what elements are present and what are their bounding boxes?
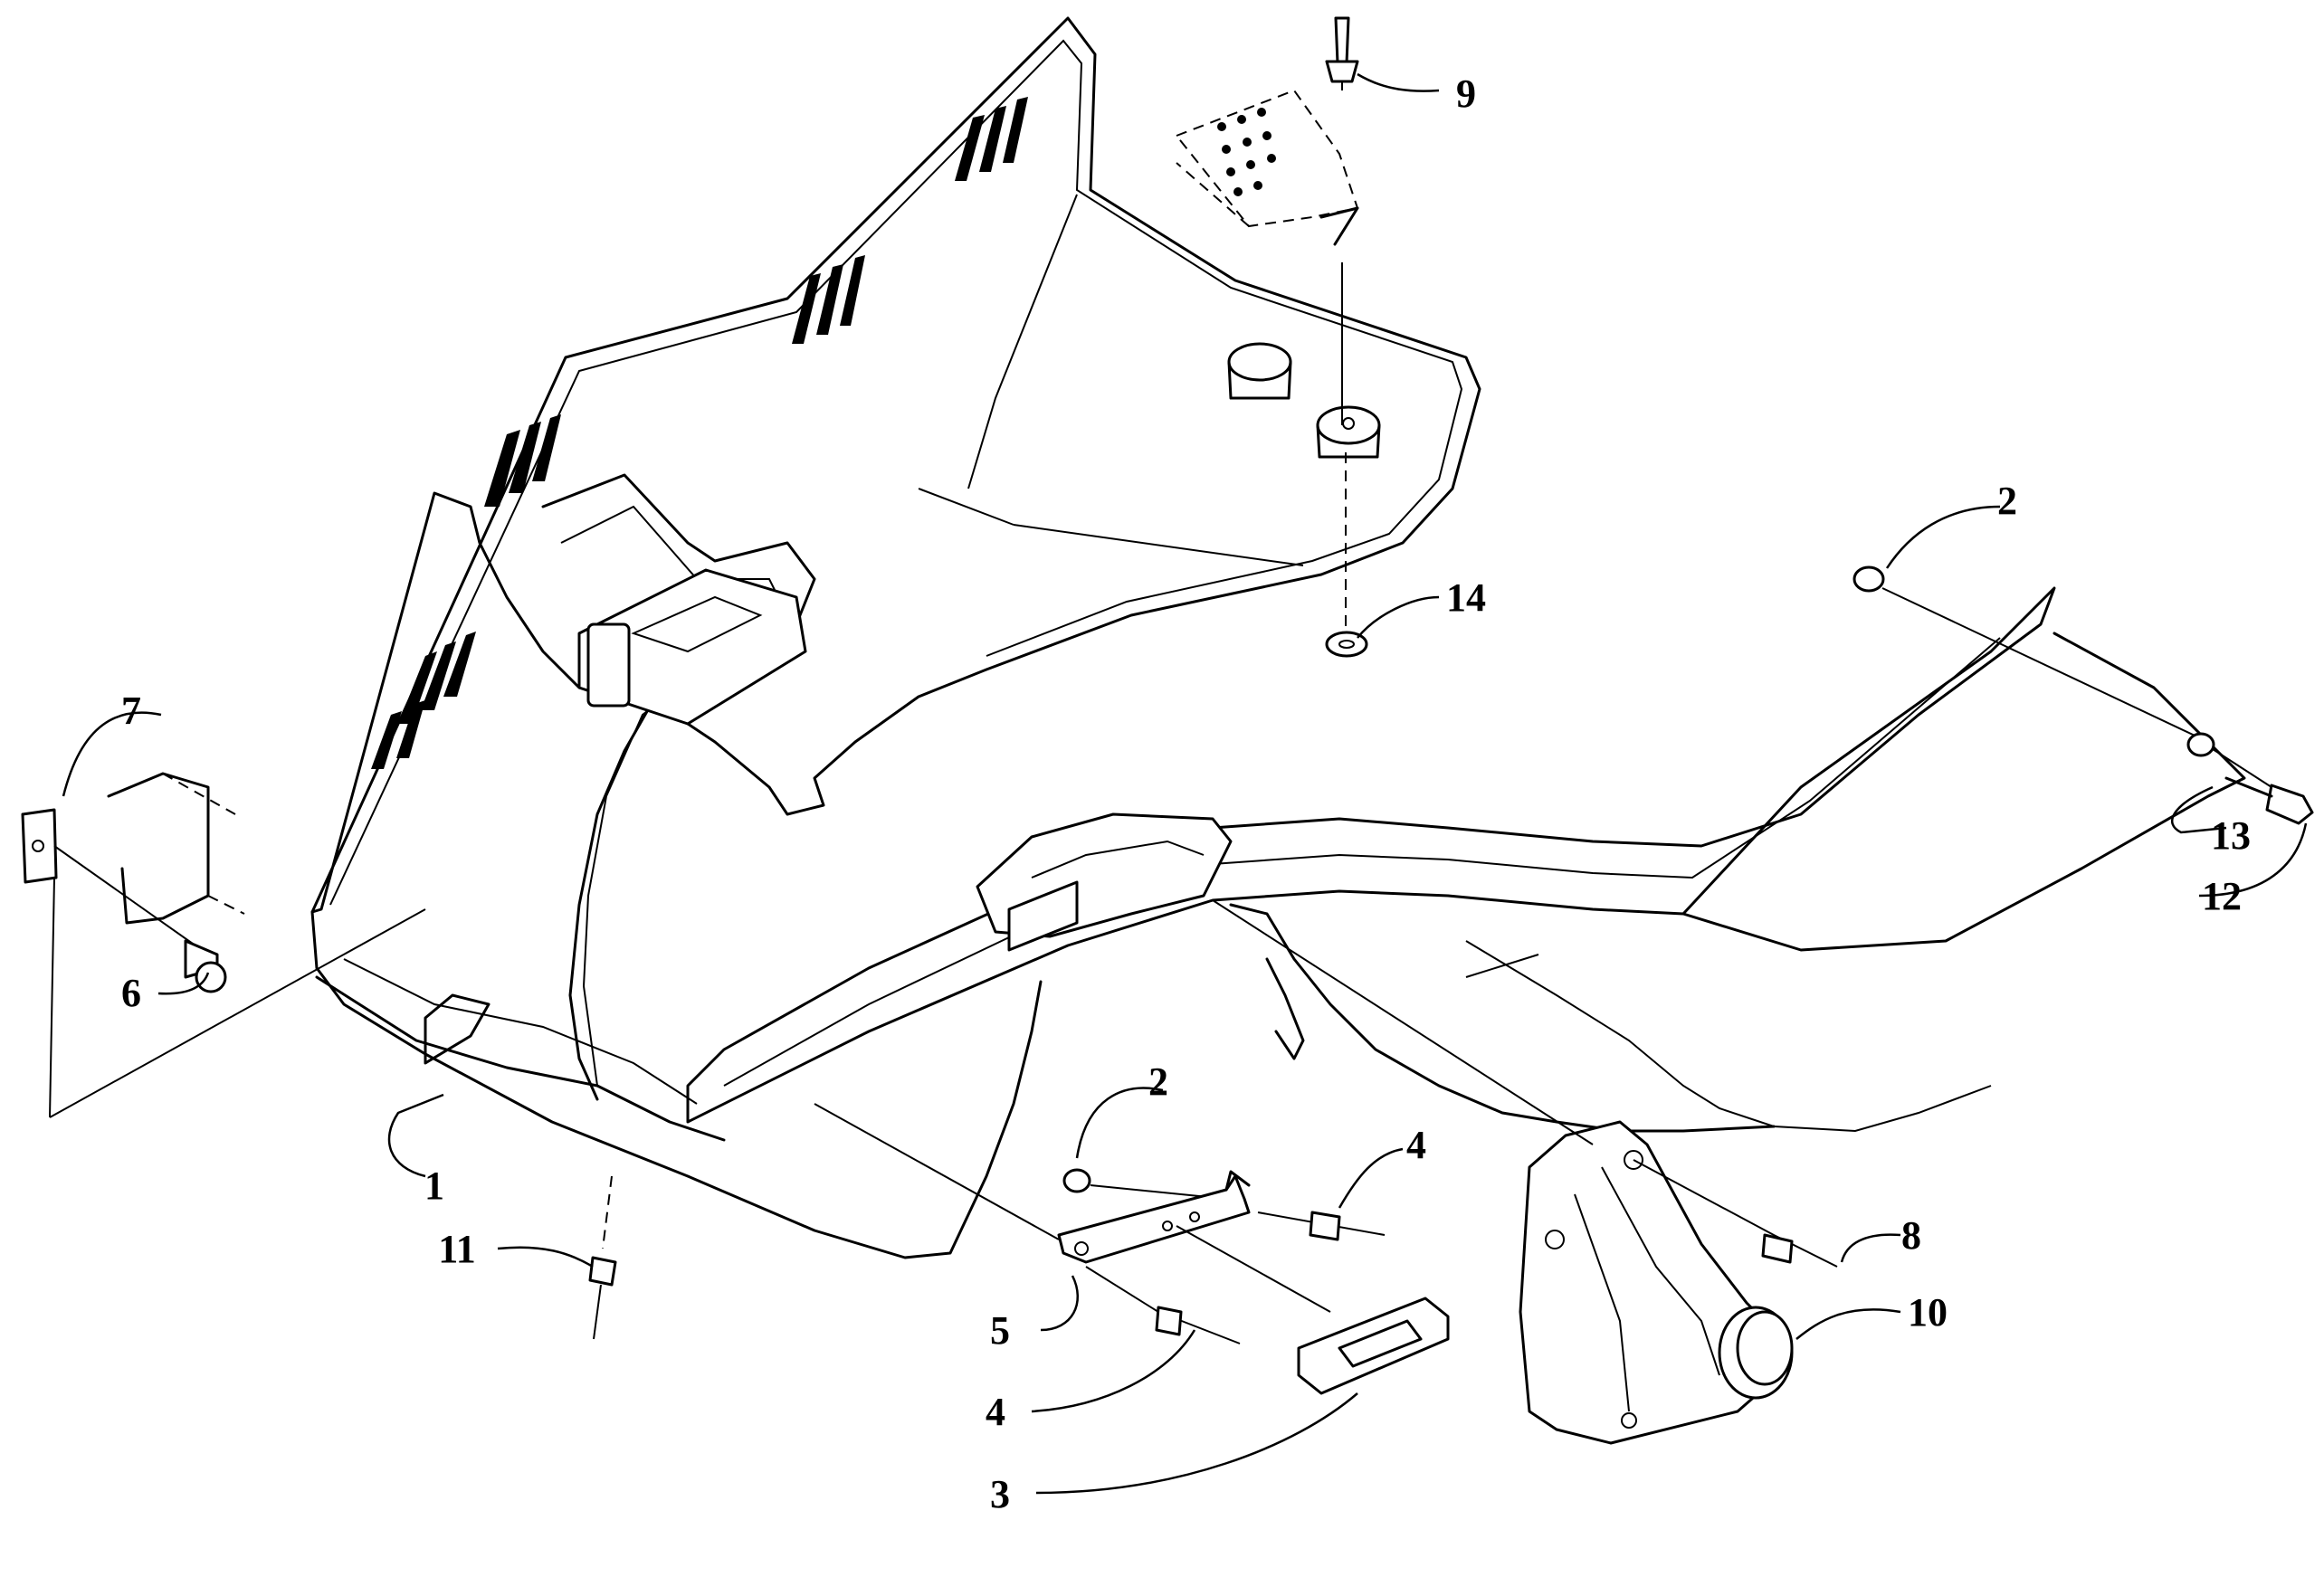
hardware-right xyxy=(1853,565,2314,825)
leader-lines xyxy=(62,72,2308,1495)
callout-12: 12 xyxy=(2202,874,2242,918)
rivet-11 xyxy=(588,1175,617,1340)
callout-5: 5 xyxy=(990,1308,1010,1353)
tray-bosses xyxy=(1227,342,1381,459)
callout-7: 7 xyxy=(121,689,141,733)
callout-13: 13 xyxy=(2211,813,2251,858)
callout-2-top-right: 2 xyxy=(1997,479,2017,523)
reflector-bracket-assembly xyxy=(814,1103,1450,1395)
callout-4-lower: 4 xyxy=(986,1390,1005,1434)
callout-6: 6 xyxy=(121,971,141,1015)
callout-3: 3 xyxy=(990,1472,1010,1516)
headlight-housing-10 xyxy=(1212,899,1838,1445)
callout-14: 14 xyxy=(1446,575,1486,620)
plate-and-rivet-9 xyxy=(1175,16,1359,633)
vent-slots-left xyxy=(371,97,1028,769)
callout-11: 11 xyxy=(438,1227,476,1271)
callout-9: 9 xyxy=(1456,71,1476,116)
callout-2-bracket: 2 xyxy=(1148,1059,1168,1104)
callout-4-upper: 4 xyxy=(1406,1123,1426,1167)
bracket-assembly-left xyxy=(21,772,426,1118)
callout-1: 1 xyxy=(424,1164,444,1208)
callout-10: 10 xyxy=(1908,1290,1948,1335)
callout-labels: 1 2 2 3 4 4 5 6 7 8 9 10 11 12 13 14 xyxy=(121,71,2251,1516)
front-body-panel xyxy=(310,16,2246,1259)
washer-14 xyxy=(1325,631,1368,658)
callout-8: 8 xyxy=(1901,1213,1921,1258)
